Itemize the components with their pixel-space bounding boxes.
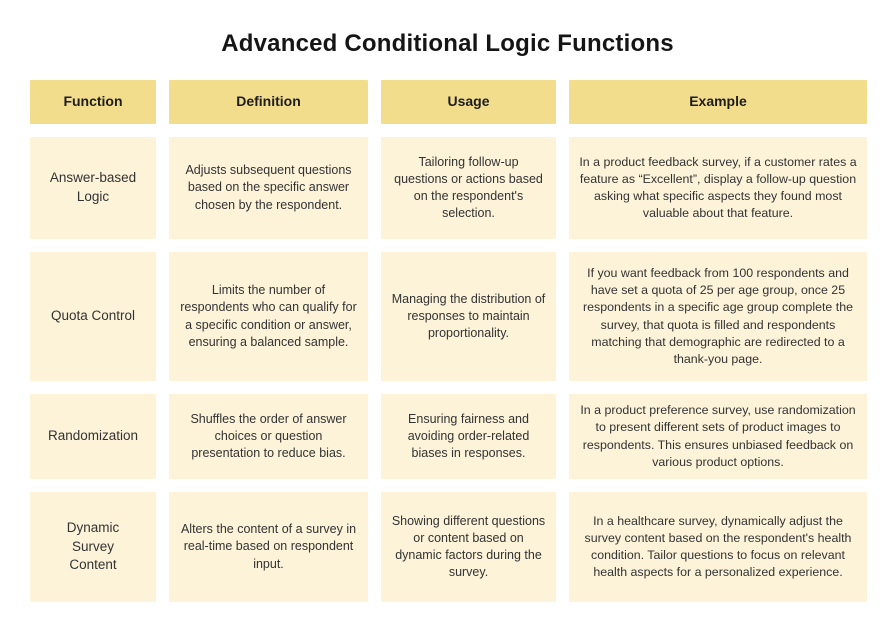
table-cell-function: Dynamic Survey Content — [30, 492, 156, 602]
table-cell-function: Quota Control — [30, 252, 156, 381]
table-cell-example: In a product feedback survey, if a custo… — [569, 137, 867, 239]
table-cell-definition: Alters the content of a survey in real-t… — [169, 492, 368, 602]
table-cell-example: In a healthcare survey, dynamically adju… — [569, 492, 867, 602]
table-cell-usage: Showing different questions or content b… — [381, 492, 556, 602]
table-cell-usage: Ensuring fairness and avoiding order-rel… — [381, 394, 556, 479]
page-title: Advanced Conditional Logic Functions — [221, 30, 674, 57]
table-cell-definition: Limits the number of respondents who can… — [169, 252, 368, 381]
logic-functions-table: Function Definition Usage Example Answer… — [30, 80, 867, 602]
column-header-definition: Definition — [169, 80, 368, 124]
table-cell-function: Answer-based Logic — [30, 137, 156, 239]
table-cell-example: In a product preference survey, use rand… — [569, 394, 867, 479]
column-header-usage: Usage — [381, 80, 556, 124]
table-cell-function: Randomization — [30, 394, 156, 479]
column-header-function: Function — [30, 80, 156, 124]
table-cell-usage: Tailoring follow-up questions or actions… — [381, 137, 556, 239]
table-cell-example: If you want feedback from 100 respondent… — [569, 252, 867, 381]
table-cell-usage: Managing the distribution of responses t… — [381, 252, 556, 381]
table-cell-definition: Adjusts subsequent questions based on th… — [169, 137, 368, 239]
table-cell-definition: Shuffles the order of answer choices or … — [169, 394, 368, 479]
column-header-example: Example — [569, 80, 867, 124]
